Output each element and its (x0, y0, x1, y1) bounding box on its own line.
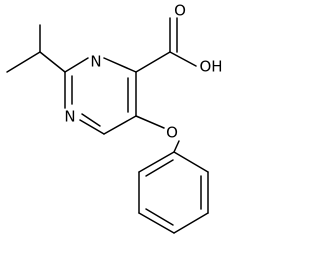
bond-c2-n1 (64, 57, 89, 73)
bond-phenyl-4-double (145, 208, 174, 226)
bond-ring-to-ether-o (135, 115, 165, 129)
bond-phenyl-6-double (145, 159, 174, 177)
structure-canvas: N N O OH O (6, 1, 223, 234)
bond-c4-n3-double (81, 113, 101, 127)
bond-n1-c6 (103, 57, 137, 73)
bond-phenyl-4 (138, 212, 175, 234)
bond-phenyl-3 (173, 212, 209, 234)
atom-label-carboxyl-oh: OH (199, 58, 222, 76)
bond-ring-to-carboxyl (135, 51, 171, 73)
molecule-drawing: N N O OH O (6, 2, 223, 234)
bond-c4-n3 (79, 119, 105, 135)
atom-label-ether-o: O (166, 124, 178, 142)
bond-c5-c4 (103, 115, 137, 135)
atom-label-n3: N (64, 108, 75, 126)
bond-isopropyl-methyl-left (6, 51, 41, 73)
atom-label-n1: N (90, 53, 101, 71)
bond-isopropyl-to-ring (39, 51, 66, 73)
atom-label-carbonyl-o: O (174, 2, 186, 20)
bond-carboxyl-oh (169, 51, 197, 67)
bond-ether-o-to-phenyl (173, 140, 180, 153)
bond-phenyl-6 (138, 151, 175, 173)
bond-phenyl-1 (173, 151, 209, 173)
